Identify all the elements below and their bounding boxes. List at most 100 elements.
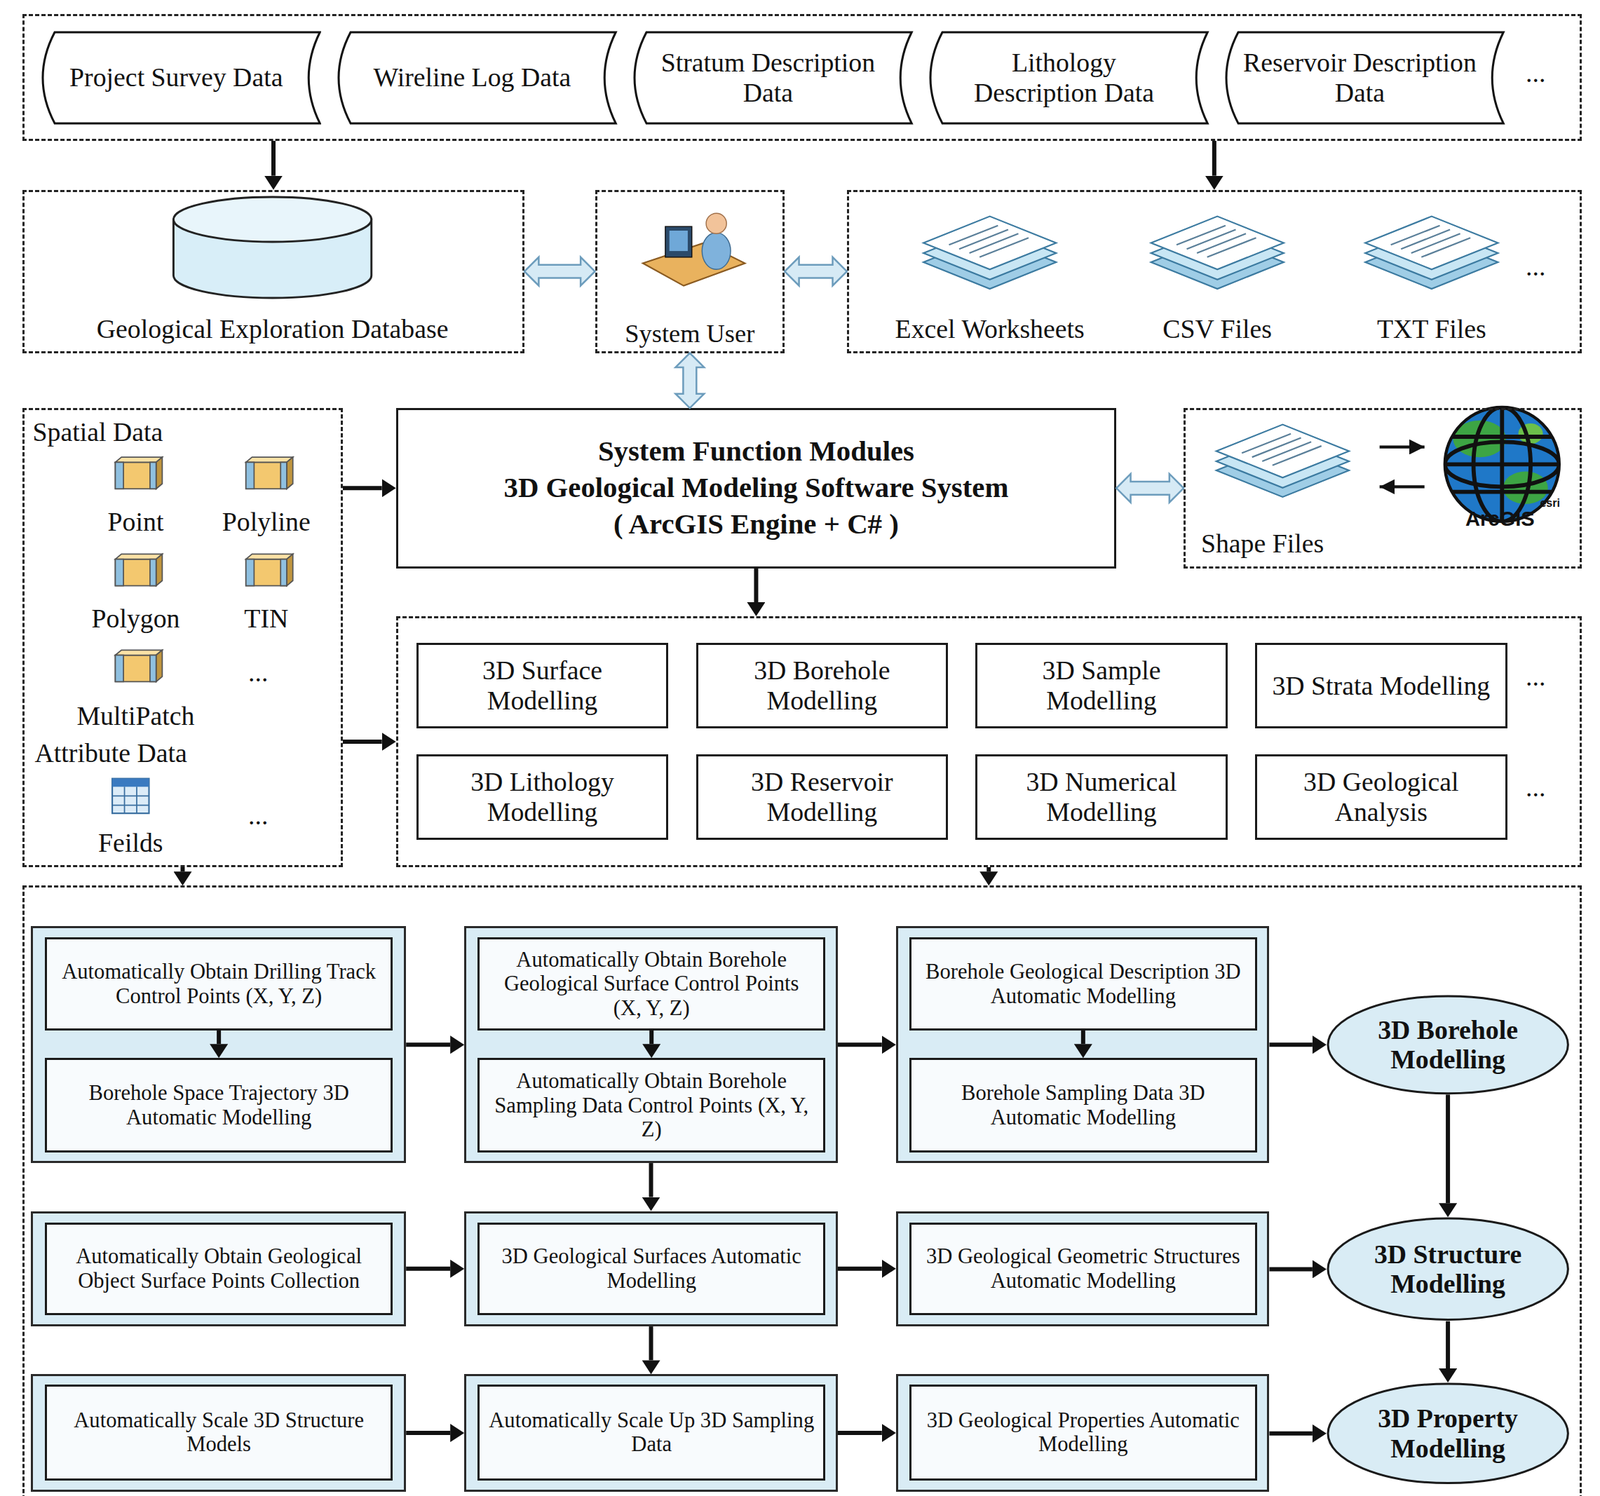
node-text: 3D Reservoir Modelling — [706, 767, 939, 827]
flow-arrow — [1212, 140, 1217, 176]
result-ellipse: 3D Borehole Modelling — [1326, 994, 1570, 1096]
process-panel: Automatically Obtain Drilling Track Cont… — [30, 926, 407, 1164]
logo-text: esri — [1539, 497, 1560, 510]
flow-arrow — [649, 1326, 654, 1361]
process-panel: Borehole Geological Description 3D Autom… — [896, 926, 1270, 1164]
process-box: Automatically Obtain Borehole Geological… — [477, 937, 826, 1030]
database-cylinder — [173, 197, 371, 298]
process-box: Automatically Obtain Borehole Sampling D… — [477, 1058, 826, 1153]
node-text: TIN — [243, 605, 289, 635]
data-source: Reservoir Description Data — [1224, 30, 1505, 125]
node-text: Point — [107, 507, 165, 538]
node-text: ... — [1525, 253, 1546, 283]
system-title: 3D Geological Modeling Software System — [503, 471, 1009, 505]
node-text: 3D Sample Modelling — [985, 655, 1218, 716]
dashed-group: Shape Files — [1183, 408, 1582, 569]
flow-arrow — [837, 1431, 883, 1436]
node-text: CSV Files — [1162, 314, 1272, 345]
double-arrow — [675, 353, 704, 409]
feature-class-icons — [114, 457, 293, 682]
dashed-group: Geological Exploration Database — [22, 190, 525, 354]
node-text: 3D Geological Surfaces Automatic Modelli… — [487, 1244, 815, 1293]
process-box: 3D Geological Surfaces Automatic Modelli… — [477, 1222, 826, 1316]
node-text: System User — [624, 319, 755, 348]
node-text: ... — [1525, 663, 1546, 693]
node-text: 3D Geological Geometric Structures Autom… — [919, 1244, 1247, 1293]
node-text: Shape Files — [1201, 529, 1324, 559]
node-text: Automatically Obtain Geological Object S… — [55, 1244, 383, 1293]
process-box: Borehole Sampling Data 3D Automatic Mode… — [909, 1058, 1258, 1153]
result-ellipse: 3D Structure Modelling — [1326, 1217, 1570, 1321]
node-text: 3D Geological Analysis — [1265, 767, 1497, 827]
node-text: ... — [1525, 58, 1546, 89]
module-box: 3D Surface Modelling — [416, 642, 669, 729]
data-source: Project Survey Data — [40, 30, 322, 125]
process-box: Automatically Obtain Drilling Track Cont… — [44, 937, 393, 1030]
node-text: Reservoir Description Data — [1242, 47, 1477, 108]
flow-arrow — [1081, 1030, 1086, 1044]
process-box: Automatically Scale 3D Structure Models — [44, 1384, 393, 1481]
process-box: 3D Geological Geometric Structures Autom… — [909, 1222, 1258, 1316]
flow-arrow — [837, 1042, 883, 1047]
result-ellipse: 3D Property Modelling — [1326, 1382, 1570, 1486]
data-source: Lithology Description Data — [928, 30, 1209, 125]
flow-arrow — [1269, 1431, 1312, 1436]
node-text: 3D Structure Modelling — [1350, 1239, 1546, 1300]
node-text: 3D Lithology Modelling — [426, 767, 659, 827]
data-source: Stratum Description Data — [632, 30, 913, 125]
node-text: 3D Borehole Modelling — [706, 655, 939, 716]
node-text: ... — [248, 659, 268, 689]
module-box: 3D Borehole Modelling — [696, 642, 949, 729]
double-arrow — [524, 257, 596, 287]
process-panel: Automatically Obtain Borehole Geological… — [464, 926, 838, 1164]
exchange-arrows — [1379, 447, 1425, 488]
flow-arrow — [342, 485, 383, 491]
process-panel: 3D Geological Geometric Structures Autom… — [896, 1211, 1270, 1328]
node-text: MultiPatch — [77, 701, 195, 732]
flow-arrow — [1445, 1095, 1450, 1204]
data-source: Wireline Log Data — [336, 30, 618, 125]
node-text: Wireline Log Data — [373, 62, 571, 93]
node-text: Automatically Obtain Borehole Sampling D… — [487, 1069, 815, 1143]
module-box: 3D Numerical Modelling — [975, 754, 1228, 840]
node-text: ... — [248, 801, 268, 831]
double-arrow — [1116, 473, 1184, 503]
process-panel: 3D Geological Surfaces Automatic Modelli… — [464, 1211, 838, 1328]
process-box: 3D Geological Properties Automatic Model… — [909, 1384, 1258, 1481]
node-text: Feilds — [98, 829, 163, 859]
node-text: 3D Borehole Modelling — [1350, 1015, 1546, 1075]
node-text: TXT Files — [1377, 314, 1487, 345]
flow-arrow — [649, 1030, 654, 1044]
dashed-group: Excel Worksheets CSV Files TXT Files... — [846, 190, 1582, 354]
process-box: Automatically Scale Up 3D Sampling Data — [477, 1384, 826, 1481]
dashed-group: ......3D Surface Modelling3D Borehole Mo… — [396, 616, 1582, 868]
flow-arrow — [405, 1266, 451, 1272]
node-text: Stratum Description Data — [650, 47, 885, 108]
flow-arrow — [271, 140, 276, 176]
node-text: Excel Worksheets — [895, 314, 1085, 345]
double-arrow — [784, 257, 847, 287]
node-text: Polygon — [91, 605, 180, 635]
flow-arrow — [405, 1431, 451, 1436]
node-text: 3D Strata Modelling — [1271, 670, 1490, 702]
process-panel: 3D Geological Properties Automatic Model… — [896, 1374, 1270, 1492]
node-text: 3D Property Modelling — [1350, 1403, 1546, 1464]
node-text: Borehole Sampling Data 3D Automatic Mode… — [919, 1081, 1247, 1130]
system-box: System Function Modules3D Geological Mod… — [396, 408, 1117, 569]
node-text: Spatial Data — [32, 417, 164, 448]
process-panel: Automatically Scale Up 3D Sampling Data — [464, 1374, 838, 1492]
system-title: ( ArcGIS Engine + C# ) — [613, 508, 899, 541]
module-box: 3D Lithology Modelling — [416, 754, 669, 840]
flow-arrow — [649, 1163, 654, 1198]
flow-arrow — [837, 1266, 883, 1272]
process-panel: Automatically Scale 3D Structure Models — [30, 1374, 407, 1492]
logo-text: ArcGIS — [1465, 509, 1535, 530]
module-box: 3D Reservoir Modelling — [696, 754, 949, 840]
flow-arrow — [1445, 1321, 1450, 1369]
system-title: System Function Modules — [598, 435, 915, 468]
node-text: Automatically Scale 3D Structure Models — [55, 1408, 383, 1457]
flow-arrow — [986, 867, 991, 872]
node-text: Geological Exploration Database — [96, 314, 449, 345]
flow-arrow — [180, 867, 186, 872]
node-text: Lithology Description Data — [946, 47, 1181, 108]
